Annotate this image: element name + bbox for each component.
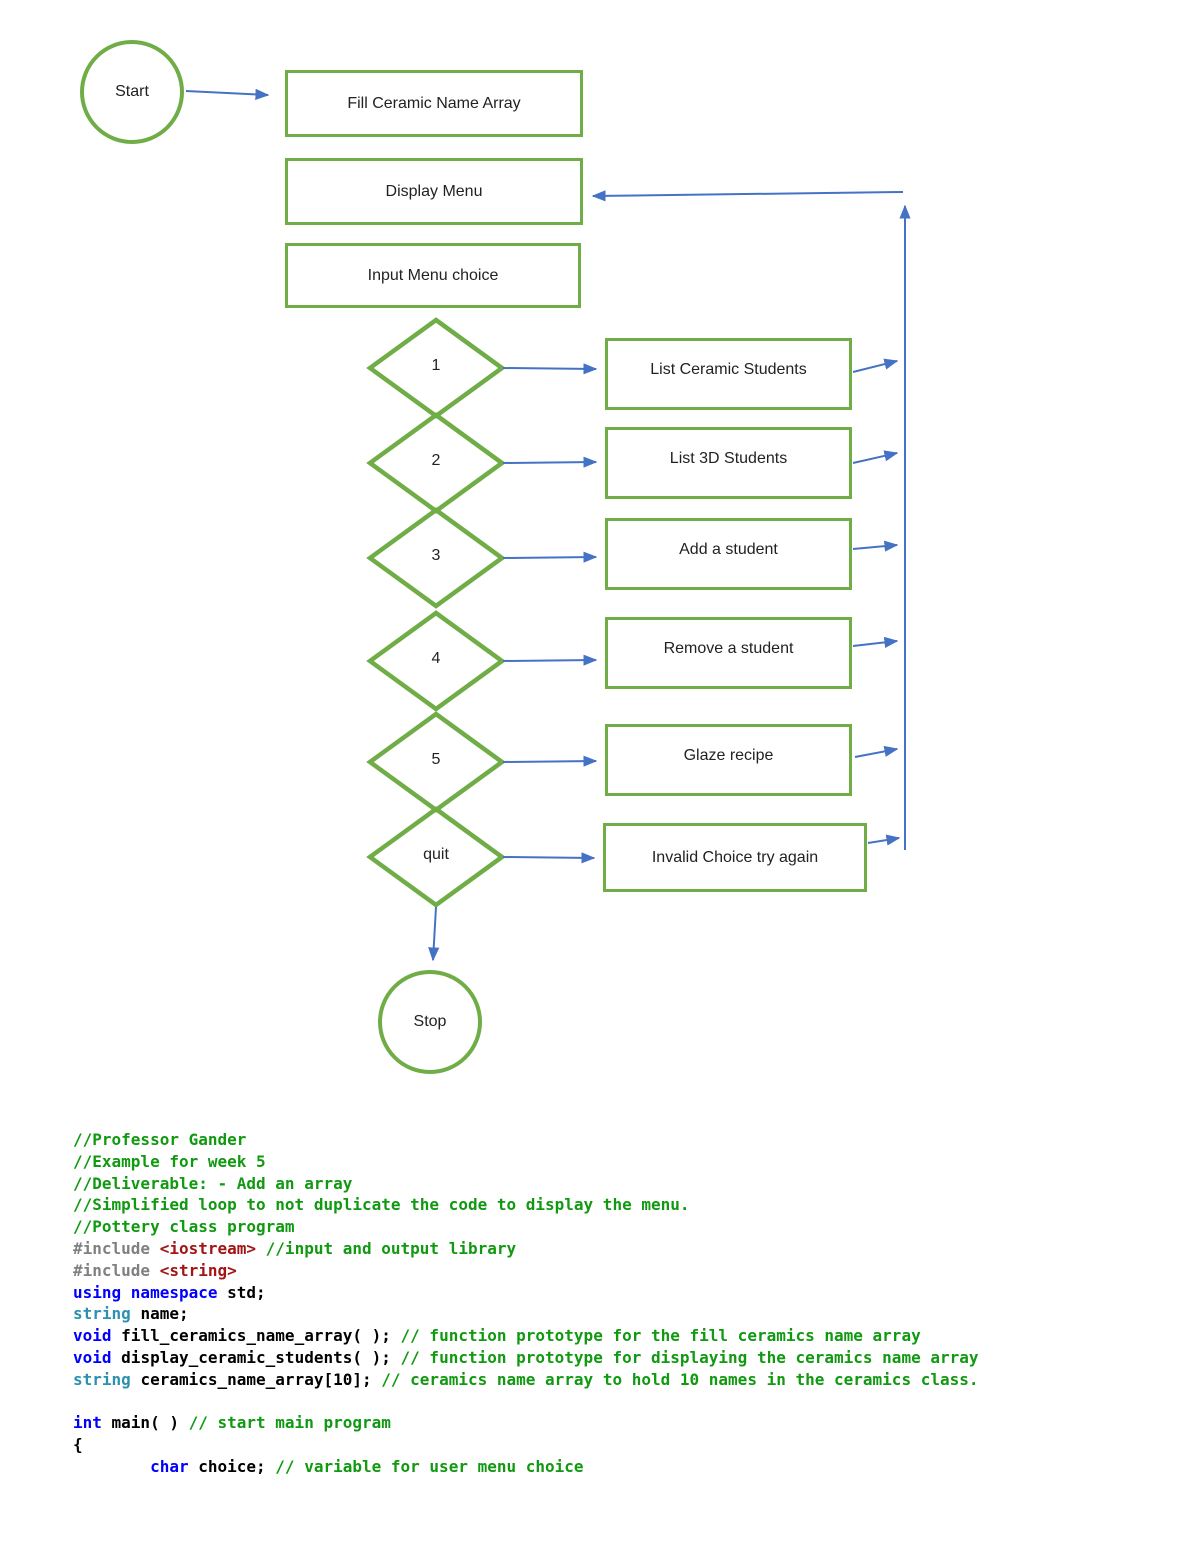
action-label: Remove a student — [663, 640, 794, 657]
process-input-menu-choice: Input Menu choice — [285, 243, 581, 308]
action-label: List Ceramic Students — [650, 361, 807, 378]
arrow-start-to-fill — [185, 88, 270, 100]
decision-diamond-4 — [366, 610, 506, 712]
action-label: Add a student — [679, 541, 778, 558]
arrow-return-to-display-menu — [591, 190, 904, 202]
stop-terminal: Stop — [378, 970, 482, 1074]
decision-diamond-3 — [366, 507, 506, 609]
action-list-ceramic-students: List Ceramic Students — [605, 338, 852, 410]
arrow-quit-to-invalid — [502, 852, 596, 864]
decision-label-1: 1 — [431, 357, 441, 374]
arrow-add-to-trunk — [852, 540, 899, 552]
action-remove-a-student: Remove a student — [605, 617, 852, 689]
arrow-d4-to-remove — [502, 654, 598, 666]
process-label: Display Menu — [385, 182, 483, 200]
process-label: Input Menu choice — [367, 266, 499, 284]
decision-label-5: 5 — [431, 751, 441, 768]
arrow-d3-to-add — [502, 551, 598, 563]
decision-label-3: 3 — [431, 547, 441, 564]
arrow-d5-to-glaze — [502, 755, 598, 767]
arrow-list-ceramic-to-trunk — [852, 358, 899, 373]
action-label: List 3D Students — [669, 450, 788, 467]
arrow-remove-to-trunk — [852, 636, 899, 648]
start-label: Start — [115, 83, 149, 100]
flowchart-connector-layer — [185, 88, 911, 962]
action-add-a-student: Add a student — [605, 518, 852, 590]
decision-label-4: 4 — [431, 650, 441, 667]
arrow-d1-to-list-ceramic — [502, 363, 598, 375]
decision-label-quit: quit — [423, 846, 449, 863]
arrow-d2-to-list-3d — [502, 456, 598, 468]
arrow-quit-to-stop — [428, 906, 440, 962]
action-invalid-choice: Invalid Choice try again — [603, 823, 867, 892]
action-list-3d-students: List 3D Students — [605, 427, 852, 499]
arrow-invalid-to-trunk — [867, 834, 901, 846]
stop-label: Stop — [413, 1013, 447, 1030]
action-glaze-recipe: Glaze recipe — [605, 724, 852, 796]
code-block: //Professor Gander//Example for week 5//… — [73, 1130, 979, 1476]
decision-label-2: 2 — [431, 452, 441, 469]
decision-diamond-quit — [366, 806, 506, 908]
arrow-list-3d-to-trunk — [852, 450, 899, 464]
start-terminal: Start — [80, 40, 184, 144]
arrow-glaze-to-trunk — [854, 745, 899, 758]
process-label: Fill Ceramic Name Array — [347, 94, 521, 112]
process-fill-ceramic-name-array: Fill Ceramic Name Array — [285, 70, 583, 137]
action-label: Invalid Choice try again — [651, 848, 819, 866]
action-label: Glaze recipe — [683, 747, 774, 764]
process-display-menu: Display Menu — [285, 158, 583, 225]
